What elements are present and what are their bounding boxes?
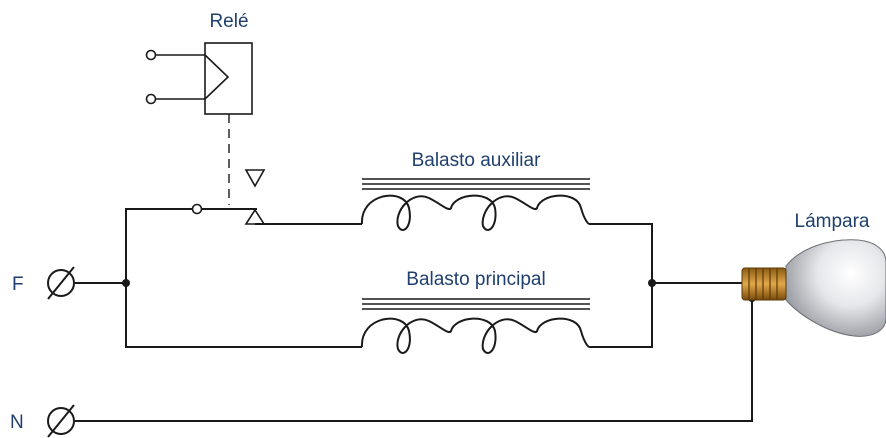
- contact-fixed-triangle: [244, 208, 266, 225]
- relay-input-triangle: [204, 54, 230, 100]
- neutral-label: N: [10, 412, 24, 433]
- lamp-bulb-icon: [785, 239, 886, 337]
- main-ballast-label: Balasto principal: [406, 269, 545, 290]
- ballast-coil-icon: [360, 194, 590, 231]
- relay-contact: [191, 169, 266, 225]
- lamp: Lámpara: [741, 211, 886, 337]
- relay-box-icon: [204, 42, 253, 115]
- contact-indicator-triangle: [244, 169, 266, 188]
- neutral-wire: [75, 298, 753, 422]
- contact-pivot: [191, 203, 203, 215]
- junction-right: [648, 279, 656, 287]
- neutral-terminal-icon: [47, 407, 75, 435]
- left-rail-wire: [125, 208, 362, 348]
- aux-ballast: Balasto auxiliar: [360, 150, 590, 231]
- ballast-coil-icon: [360, 317, 590, 354]
- main-ballast: Balasto principal: [360, 269, 590, 354]
- junction-left: [122, 279, 130, 287]
- terminals: F N: [10, 266, 75, 438]
- relay-terminal-bottom: [145, 93, 157, 105]
- aux-ballast-label: Balasto auxiliar: [412, 150, 542, 171]
- relay: Relé: [145, 11, 253, 205]
- neutral-terminal-slash: [47, 404, 75, 438]
- phase-terminal-slash: [47, 266, 75, 300]
- right-rail-wire: [589, 223, 653, 348]
- phase-label: F: [12, 274, 24, 295]
- relay-terminal-top: [145, 49, 157, 61]
- lamp-label: Lámpara: [795, 211, 870, 232]
- relay-label: Relé: [209, 11, 248, 32]
- wiring: [75, 208, 756, 422]
- lamp-base-icon: [741, 267, 787, 301]
- phase-terminal-icon: [47, 269, 75, 297]
